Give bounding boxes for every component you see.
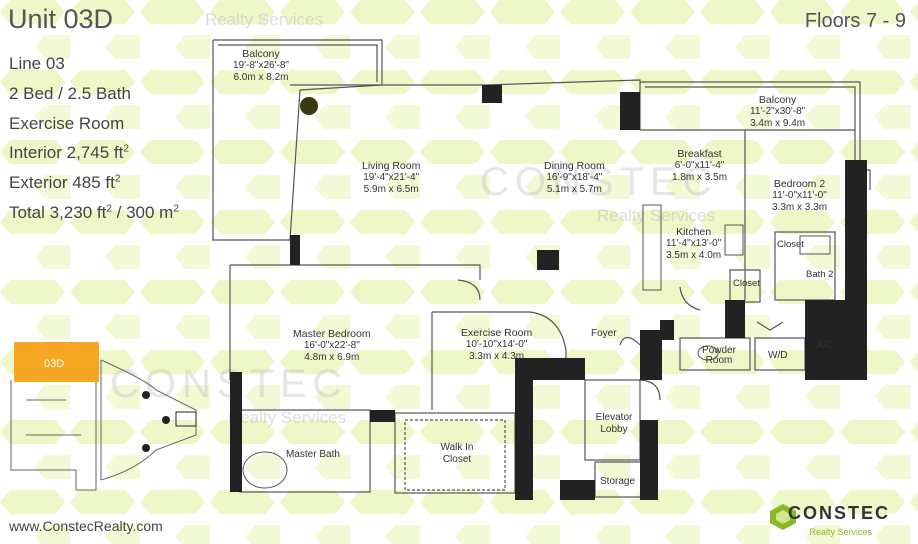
room-imperial: 19'-8"x26'-8" — [233, 60, 289, 71]
room-powder: Powder Room — [702, 345, 736, 366]
room-imperial: 11'-0"x11'-0" — [772, 190, 827, 201]
room-bath-2: Bath 2 — [806, 269, 834, 280]
room-bedroom-2: Bedroom 2 11'-0"x11'-0" 3.3m x 3.3m — [772, 178, 827, 214]
spec-sup: 2 — [173, 203, 179, 215]
room-name: Master Bedroom — [293, 328, 371, 340]
room-name: Breakfast — [677, 148, 722, 160]
room-balcony-left: Balcony 19'-8"x26'-8" 6.0m x 8.2m — [233, 48, 289, 84]
room-metric: 3.3m x 4.3m — [469, 351, 525, 362]
watermark-sub-center: Realty Services — [597, 206, 716, 225]
room-living: Living Room 19'-4"x21'-4" 5.9m x 6.5m — [362, 160, 420, 196]
spec-sup: 2 — [106, 203, 112, 215]
room-name: Bedroom 2 — [773, 178, 826, 190]
room-imperial: 11'-2"x30'-8" — [750, 106, 806, 117]
logo-name: CONSTEC — [787, 503, 890, 523]
room-wd: W/D — [768, 350, 788, 361]
room-closet-bed2: Closet — [777, 239, 804, 250]
spec-line: Line 03 — [9, 54, 65, 73]
watermark-brand-center: CONSTEC — [480, 160, 718, 204]
room-imperial: 11'-4"x13'-0" — [666, 238, 722, 249]
key-plan: 03D — [6, 340, 201, 500]
watermark-sub-left: Realty Services — [228, 408, 347, 427]
spec-total: Total 3,230 ft2 / 300 m2 — [9, 203, 179, 223]
room-metric: 1.8m x 3.5m — [672, 172, 728, 183]
room-walk-in-closet: Walk In Closet — [440, 442, 474, 465]
room-master-bedroom: Master Bedroom 16'-0"x22'-8" 4.8m x 6.9m — [293, 328, 371, 364]
room-name: Dining Room — [544, 160, 605, 172]
room-name: Exercise Room — [461, 327, 533, 339]
watermark-realty-top: Realty Services — [205, 10, 324, 29]
room-elevator-lobby: Elevator Lobby — [595, 412, 633, 435]
floors-label: Floors 7 - 9 — [804, 10, 906, 32]
spec-exterior-value: Exterior 485 ft — [9, 173, 115, 192]
room-name: Balcony — [758, 94, 797, 106]
room-metric: 6.0m x 8.2m — [233, 72, 289, 83]
room-name: Living Room — [362, 160, 421, 172]
room-metric: 3.4m x 9.4m — [750, 118, 806, 129]
room-storage: Storage — [600, 476, 636, 487]
room-exercise: Exercise Room 10'-10"x14'-0" 3.3m x 4.3m — [461, 327, 532, 363]
spec-beds-baths: 2 Bed / 2.5 Bath — [9, 84, 131, 103]
spec-interior-value: Interior 2,745 ft — [9, 143, 124, 162]
room-imperial: 16'-9"x18'-4" — [546, 172, 603, 183]
room-breakfast: Breakfast 6'-0"x11'-4" 1.8m x 3.5m — [672, 148, 727, 184]
room-closet-kitchen: Closet — [733, 278, 760, 289]
room-master-bath: Master Bath — [286, 449, 340, 460]
room-metric: 3.5m x 4.0m — [666, 250, 722, 261]
room-imperial: 6'-0"x11'-4" — [674, 160, 725, 171]
room-metric: 4.8m x 6.9m — [304, 352, 360, 363]
spec-extra-room: Exercise Room — [9, 114, 125, 133]
room-metric: 5.9m x 6.5m — [363, 184, 419, 195]
spec-interior: Interior 2,745 ft2 — [9, 143, 129, 163]
key-plan-highlight-label: 03D — [44, 358, 65, 370]
constec-logo-icon — [770, 504, 796, 530]
room-imperial: 16'-0"x22'-8" — [303, 340, 360, 351]
spec-total-value: Total 3,230 ft — [9, 203, 107, 222]
unit-title: Unit 03D — [8, 4, 114, 34]
spec-sup: 2 — [114, 173, 121, 185]
room-name: Kitchen — [676, 226, 712, 238]
room-dining: Dining Room 16'-9"x18'-4" 5.1m x 5.7m — [544, 160, 605, 196]
key-plan-drawing — [10, 342, 197, 491]
spec-sup: 2 — [123, 143, 129, 155]
room-name: Balcony — [242, 48, 280, 60]
room-kitchen: Kitchen 11'-4"x13'-0" 3.5m x 4.0m — [666, 226, 721, 262]
spec-total-metric: / 300 m — [111, 203, 174, 222]
room-imperial: 19'-4"x21'-4" — [363, 172, 420, 183]
room-metric: 5.1m x 5.7m — [546, 184, 602, 195]
website-link[interactable]: www.ConstecRealty.com — [9, 518, 163, 534]
spec-exterior: Exterior 485 ft2 — [9, 173, 120, 193]
room-balcony-right: Balcony 11'-2"x30'-8" 3.4m x 9.4m — [750, 94, 805, 130]
logo-sub: Realty Services — [809, 527, 872, 537]
room-ac: A/C — [817, 340, 834, 351]
room-metric: 3.3m x 3.3m — [772, 202, 828, 213]
room-imperial: 10'-10"x14'-0" — [465, 339, 528, 350]
room-foyer: Foyer — [591, 328, 617, 339]
